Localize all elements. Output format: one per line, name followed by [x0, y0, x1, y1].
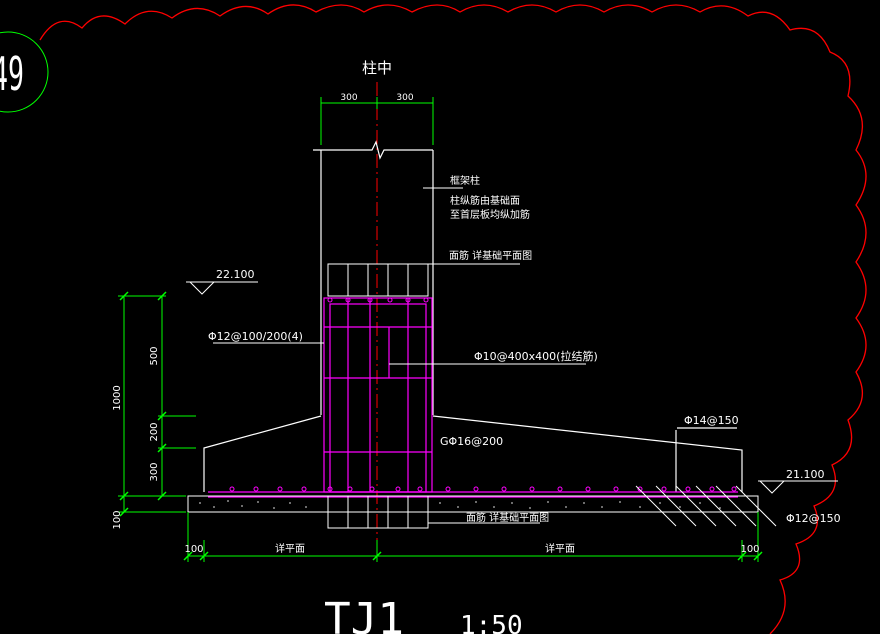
stirrup-label: Φ12@100/200(4): [208, 330, 303, 343]
tie-label: Φ10@400x400(拉结筋): [474, 349, 598, 363]
rebar-cage: [323, 297, 433, 493]
elevation-top: 22.100: [216, 268, 255, 281]
side-bar-label: GΦ16@200: [440, 435, 503, 448]
left-vertical-dimensions: [118, 295, 196, 513]
bottom-bar-hatch: [635, 485, 777, 527]
bottom-rebar-dots: [229, 486, 737, 492]
axis-bubble: [0, 31, 49, 113]
elevation-right-marker: [758, 480, 838, 494]
bottom-rebar-note: 面筋 详基础平面图: [466, 511, 549, 524]
pedestal-top-bars: [327, 263, 429, 297]
bottom-dimension-ticks: [183, 551, 763, 561]
dim-total-height: 1000: [112, 385, 123, 410]
dim-300: 300: [149, 462, 160, 481]
top-rebar-note: 面筋 详基础平面图: [449, 249, 532, 262]
dim-500: 500: [149, 346, 160, 365]
column-note-1: 框架柱: [450, 174, 480, 187]
axis-id: 49: [0, 47, 24, 101]
left-vertical-ticks: [119, 291, 167, 517]
bottom-dimensions: [187, 512, 759, 562]
column-center-label: 柱中: [362, 59, 392, 77]
dim-right-top: 300: [396, 93, 413, 103]
dim-100-vertical: 100: [112, 510, 123, 529]
column-note-3: 至首层板均纵加筋: [450, 208, 530, 221]
bedding-hatch: [199, 500, 721, 509]
dim-100-left: 100: [184, 544, 203, 555]
slab-bar-label: Φ14@150: [684, 414, 739, 427]
bedding-layer: [187, 495, 759, 513]
dim-200: 200: [149, 422, 160, 441]
elevation-right: 21.100: [786, 468, 825, 481]
footing-outline: [203, 415, 743, 492]
rebar-dots-top: [327, 297, 429, 303]
dim-100-right: 100: [740, 544, 759, 555]
top-dimension: [320, 97, 434, 145]
revision-cloud: [39, 4, 867, 634]
drawing-scale: 1:50: [460, 611, 523, 634]
detail-left: 详平面: [275, 542, 305, 555]
dim-left-top: 300: [340, 93, 357, 103]
column-outline: [313, 140, 434, 415]
detail-right: 详平面: [545, 542, 575, 555]
drawing-title: TJ1: [324, 594, 404, 634]
elevation-top-marker: [186, 281, 258, 295]
column-note-2: 柱纵筋由基础面: [450, 194, 520, 207]
pedestal-bottom-bars: [327, 495, 429, 529]
bottom-rebar: [208, 491, 738, 498]
bottom-bar-label: Φ12@150: [786, 512, 841, 525]
